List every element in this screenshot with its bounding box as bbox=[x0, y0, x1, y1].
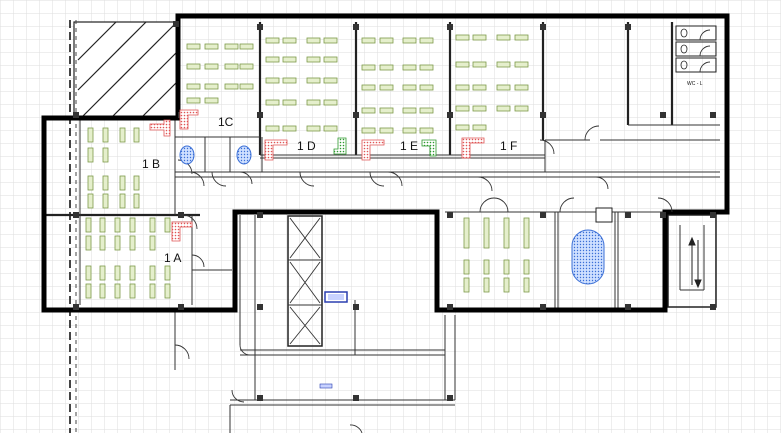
room-label-1a: 1 A bbox=[164, 251, 181, 265]
round-tables bbox=[179, 145, 605, 285]
desks-room-1a bbox=[85, 217, 171, 299]
room-label-1b: 1 B bbox=[142, 157, 160, 171]
desks-room-1d bbox=[265, 37, 338, 132]
desks-room-1b bbox=[87, 127, 140, 209]
desks-lower-right-room bbox=[463, 217, 530, 293]
restroom-fixtures bbox=[675, 25, 717, 73]
kiosk-box bbox=[595, 207, 613, 223]
stair-arrows bbox=[688, 236, 702, 289]
teacher-desks bbox=[149, 109, 485, 242]
structural-columns bbox=[73, 21, 716, 401]
lobby-furniture bbox=[319, 291, 348, 389]
door-swings bbox=[174, 125, 673, 433]
hatched-stair-area bbox=[69, 20, 178, 433]
restroom-label: WC - L bbox=[687, 81, 703, 87]
room-label-1e: 1 E bbox=[400, 139, 418, 153]
exterior-walls bbox=[41, 13, 730, 313]
room-label-1c: 1C bbox=[218, 115, 234, 129]
desks-room-1e bbox=[361, 37, 434, 134]
room-label-1f: 1 F bbox=[500, 139, 517, 153]
desks-room-1f bbox=[455, 34, 529, 131]
desks-room-1c bbox=[186, 43, 254, 104]
room-label-1d: 1 D bbox=[297, 139, 316, 153]
